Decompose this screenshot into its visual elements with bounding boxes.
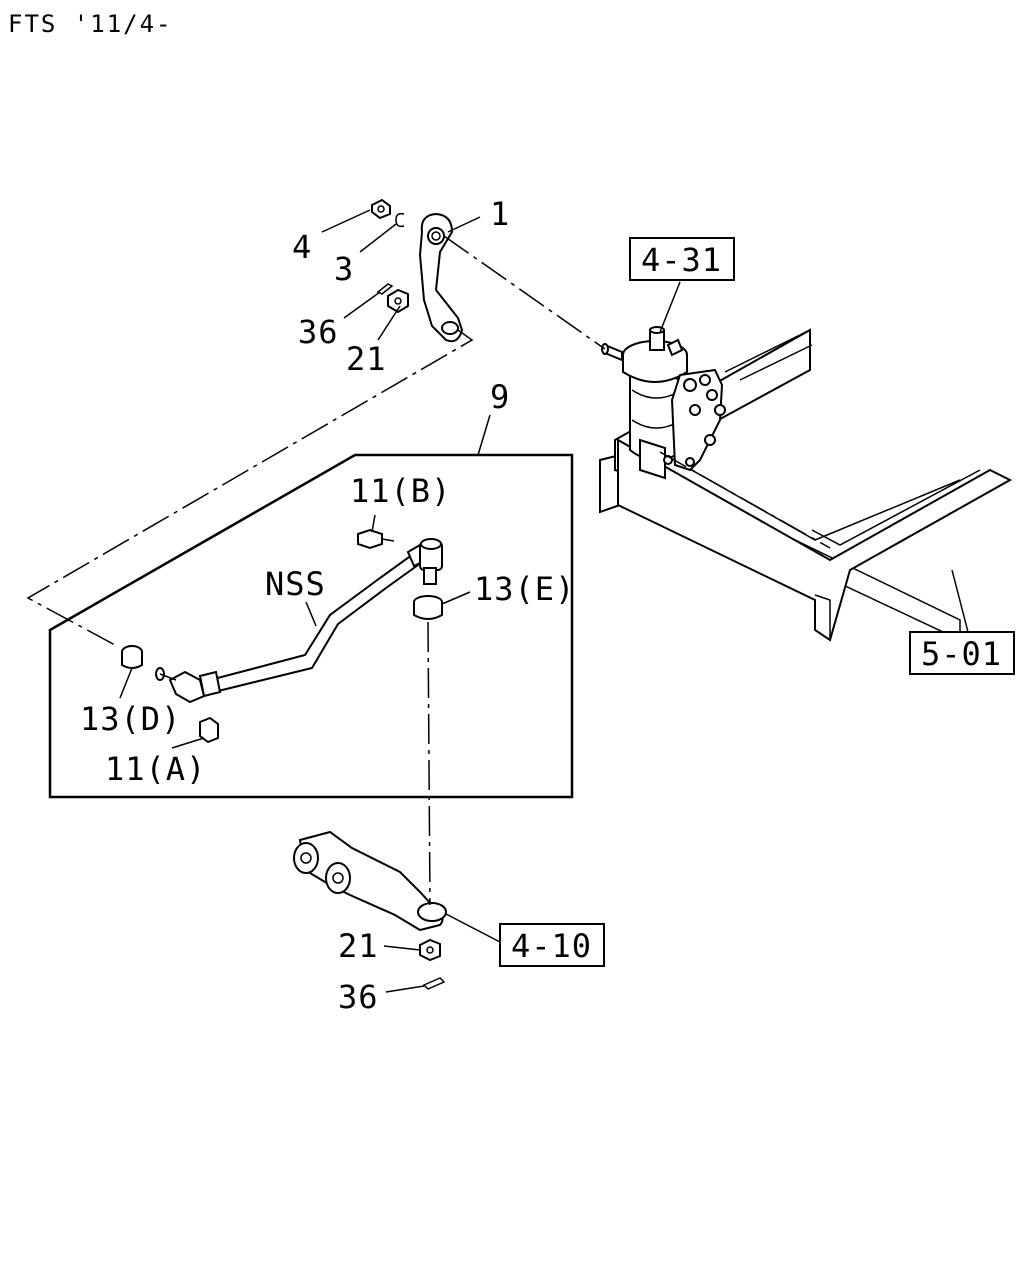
callout-nss: NSS — [265, 565, 326, 603]
cotter-pin-36-top — [376, 283, 394, 295]
reference-4-10[interactable]: 4-10 — [499, 923, 605, 967]
callout-13d: 13(D) — [80, 700, 181, 738]
nut-4 — [371, 198, 391, 220]
callout-1: 1 — [490, 195, 510, 233]
callout-9: 9 — [490, 378, 510, 416]
nut-21-top — [387, 288, 409, 314]
callout-21-top: 21 — [346, 340, 387, 378]
reference-4-10-label: 4-10 — [511, 927, 592, 965]
cotter-pin-36-bottom — [422, 977, 446, 990]
grease-nipple-11b — [357, 528, 395, 550]
knuckle-arm — [293, 830, 447, 932]
callout-4: 4 — [292, 228, 312, 266]
callout-13e: 13(E) — [474, 570, 575, 608]
callout-11a: 11(A) — [105, 750, 206, 788]
callout-11b: 11(B) — [350, 472, 451, 510]
reference-5-01[interactable]: 5-01 — [909, 631, 1015, 675]
diagram-code: FTS '11/4- — [8, 10, 173, 38]
callout-3: 3 — [334, 250, 354, 288]
dust-cover-13e — [413, 595, 443, 620]
reference-4-31-label: 4-31 — [641, 241, 722, 279]
dust-cover-13d — [121, 645, 143, 669]
leader-lines — [119, 209, 969, 993]
reference-5-01-label: 5-01 — [921, 635, 1002, 673]
washer-3 — [395, 212, 405, 228]
ball-joint-upper — [419, 538, 443, 585]
drag-link-rod — [198, 543, 428, 698]
callout-21-bottom: 21 — [338, 927, 379, 965]
ball-joint-lower — [155, 667, 206, 704]
callout-36-top: 36 — [298, 313, 339, 351]
steering-gear-box — [601, 326, 726, 480]
pitman-arm — [418, 212, 464, 343]
grease-nipple-11a — [199, 716, 219, 744]
callout-36-bottom: 36 — [338, 978, 379, 1016]
assembly-chain-lines — [26, 235, 831, 906]
nut-21-bottom — [419, 938, 441, 962]
kit-outline — [48, 453, 574, 799]
reference-4-31[interactable]: 4-31 — [629, 237, 735, 281]
